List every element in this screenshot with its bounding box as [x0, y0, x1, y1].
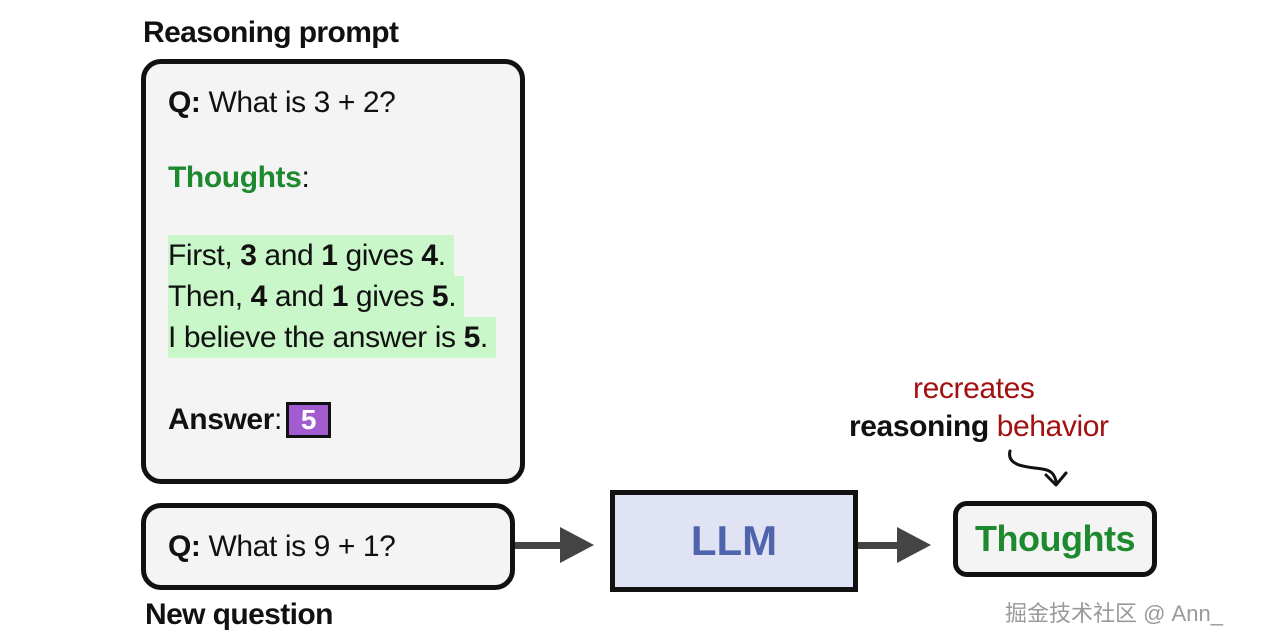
thought-text: and	[256, 239, 322, 272]
thought-number: 5	[463, 321, 481, 354]
new-question-heading: New question	[145, 598, 333, 631]
thoughts-heading: Thoughts:	[168, 161, 310, 195]
answer-value-badge: 5	[285, 402, 332, 438]
reasoning-prompt-box: Q: What is 3 + 2? Thoughts: First, 3 and…	[141, 59, 525, 484]
thought-text: I believe the answer is	[168, 321, 464, 354]
arrow-to-llm-head	[560, 527, 594, 563]
answer-label: Answer	[168, 403, 274, 436]
answer-colon: :	[273, 403, 282, 436]
llm-label: LLM	[690, 517, 778, 564]
arrow-to-thoughts-head	[897, 527, 931, 563]
reasoning-prompt-heading: Reasoning prompt	[143, 16, 399, 49]
new-q-text: What is 9 + 1?	[200, 530, 396, 563]
curved-pointer-icon	[1008, 449, 1068, 487]
answer-row: Answer:5	[168, 402, 332, 438]
annotation-reasoning: reasoning	[849, 410, 989, 443]
annotation-behavior: behavior	[988, 410, 1109, 443]
thought-text: Then,	[168, 280, 251, 313]
thoughts-output-box: Thoughts	[953, 501, 1157, 577]
thought-text: gives	[337, 239, 422, 272]
thoughts-label: Thoughts	[168, 161, 302, 194]
new-question-box: Q: What is 9 + 1?	[141, 503, 515, 590]
thought-line-2: Then, 4 and 1 gives 5.	[168, 276, 465, 317]
thought-number: 5	[431, 280, 449, 313]
thought-number: 4	[421, 239, 438, 272]
prompt-question: Q: What is 3 + 2?	[168, 86, 396, 120]
watermark: 掘金技术社区 @ Ann_	[1005, 601, 1223, 626]
thoughts-colon: :	[301, 161, 310, 194]
thought-line-3: I believe the answer is 5.	[168, 317, 496, 358]
thought-number: 1	[331, 280, 349, 313]
prompt-q-text: What is 3 + 2?	[200, 86, 396, 119]
arrow-to-thoughts-shaft	[858, 542, 900, 549]
thought-text: .	[448, 280, 457, 313]
arrow-to-llm-shaft	[515, 542, 565, 549]
thought-number: 4	[250, 280, 268, 313]
annotation-recreates: recreates	[913, 372, 1035, 405]
thought-text: First,	[168, 239, 241, 272]
thought-text: and	[266, 280, 332, 313]
thought-text: .	[479, 321, 488, 354]
new-question-text: Q: What is 9 + 1?	[168, 530, 396, 564]
thought-number: 3	[240, 239, 257, 272]
annotation-line-2: reasoning behavior	[849, 410, 1109, 444]
thought-line-1: First, 3 and 1 gives 4.	[168, 235, 454, 276]
thought-text: .	[437, 239, 446, 272]
thoughts-output-label: Thoughts	[975, 518, 1135, 559]
prompt-q-label: Q:	[168, 86, 201, 119]
llm-box: LLM	[610, 490, 858, 592]
thought-number: 1	[321, 239, 338, 272]
thought-text: gives	[347, 280, 432, 313]
new-q-label: Q:	[168, 530, 201, 563]
